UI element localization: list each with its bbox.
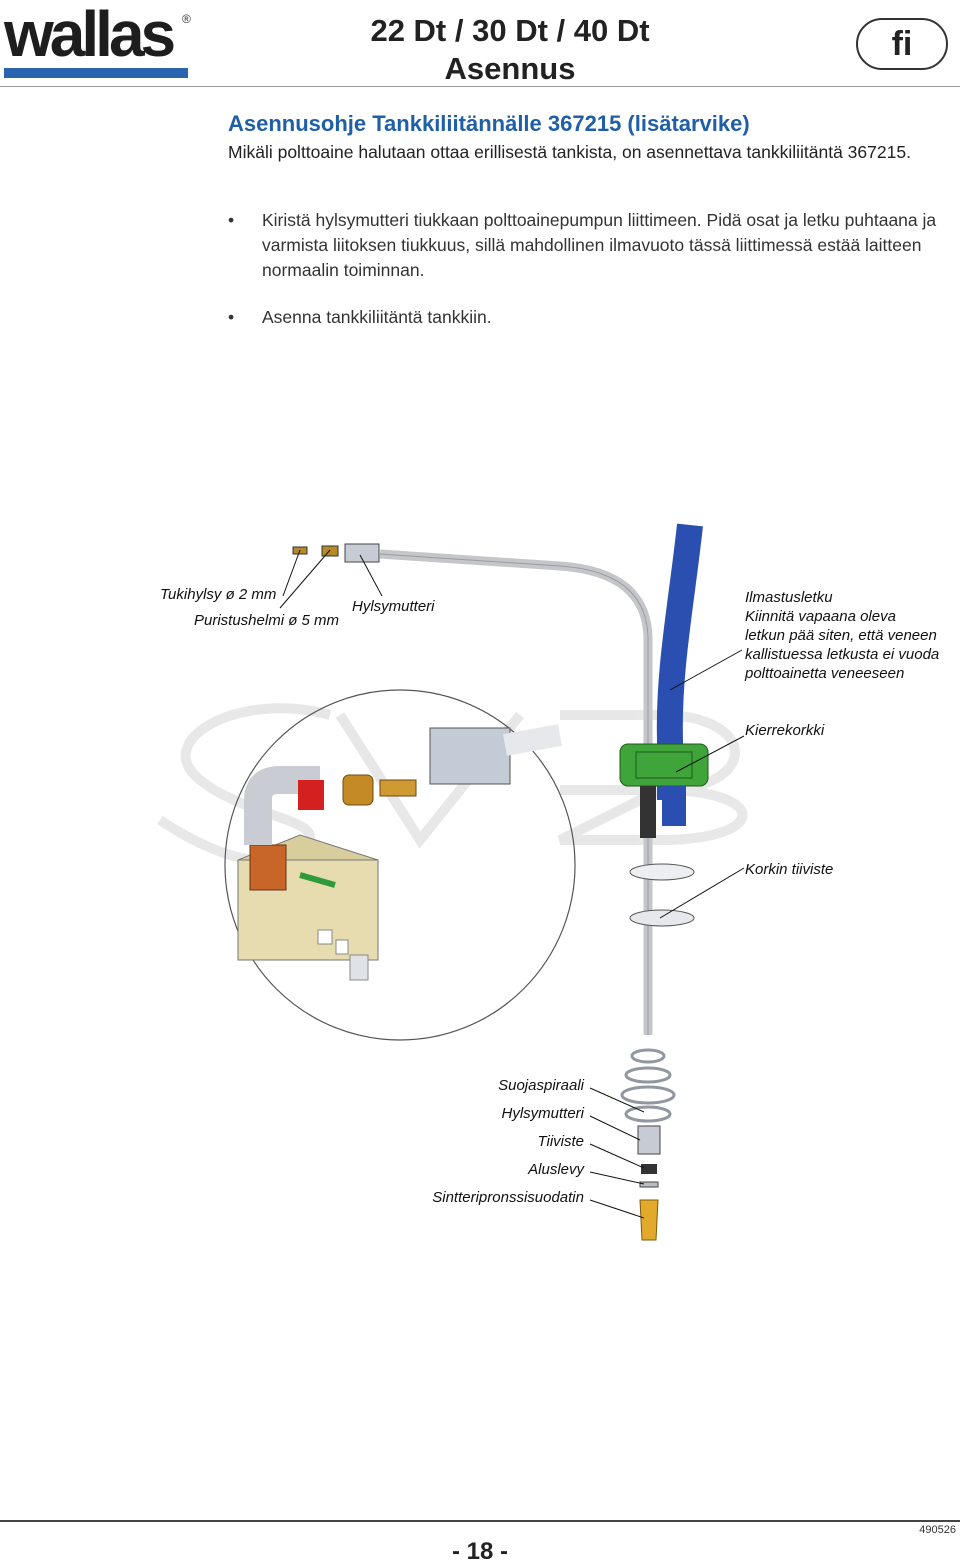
label-puristushelmi: Puristushelmi ø 5 mm [194,612,340,629]
cap-seal-disk [629,863,695,881]
instruction-item: • Kiristä hylsymutteri tiukkaan polttoai… [228,208,948,288]
label-hylsymutteri-top: Hylsymutteri [352,598,435,615]
support-sleeve [379,779,417,797]
label-tukihylsy: Tukihylsy ø 2 mm [160,586,277,603]
label-sintteri: Sintteripronssisuodatin [432,1189,584,1206]
sleeve-nut-detail [429,727,511,785]
page-number: - 18 - [451,1538,508,1565]
label-ilmastusletku-desc: Kiinnitä vapaana oleva [745,608,896,625]
sinter-filter [639,1199,659,1241]
installation-diagram: Tukihylsy ø 2 mm Puristushelmi ø 5 mm Hy… [0,500,960,1260]
bullet-icon: • [228,307,235,327]
wallas-logo: wallas [4,0,176,70]
screw-cap [619,743,709,787]
instruction-text: Asenna tankkiliitäntä tankkiin. [262,307,492,327]
logo-underline-bar [4,68,188,78]
cap-seal [629,909,695,927]
page-title-models: 22 Dt / 30 Dt / 40 Dt [370,13,650,48]
page-title-section: Asennus [444,51,576,86]
label-ilmastusletku-desc: polttoainetta veneeseen [745,665,905,682]
vent-hose [656,523,703,800]
label-ilmastusletku-desc: letkun pää siten, että veneen [745,627,937,644]
label-aluslevy: Aluslevy [528,1161,584,1178]
registered-mark: ® [182,12,191,26]
page-title: 22 Dt / 30 Dt / 40 Dt Asennus [360,12,660,88]
section-heading: Asennusohje Tankkiliitännälle 367215 (li… [228,111,750,136]
label-kierrekorkki: Kierrekorkki [745,722,825,739]
bottom-washer [639,1181,659,1188]
label-suojaspiraali: Suojaspiraali [498,1077,584,1094]
small-bead [321,545,339,557]
language-badge: fi [856,18,948,70]
label-korkin-tiiviste: Korkin tiiviste [745,861,834,878]
bullet-icon: • [228,210,235,230]
leader-lines [279,549,745,1219]
bottom-sleeve-nut [637,1125,661,1155]
pump-detail [237,766,379,981]
detail-circle [224,689,576,1041]
label-ilmastusletku-desc: kallistuessa letkusta ei vuoda [745,646,940,663]
protective-spring [620,1048,676,1123]
instruction-item: • Asenna tankkiliitäntä tankkiin. [228,305,948,331]
label-hylsymutteri-bottom: Hylsymutteri [501,1105,584,1122]
footer-divider [0,1520,960,1522]
instruction-text: Kiristä hylsymutteri tiukkaan polttoaine… [262,210,937,280]
label-ilmastusletku: Ilmastusletku [745,589,833,606]
diagram-illustration [157,523,748,1241]
document-code: 490526 [919,1524,956,1536]
brass-bead [342,774,374,806]
label-tiiviste: Tiiviste [537,1133,584,1150]
bottom-seal [641,1164,657,1174]
small-nut [344,543,380,563]
intro-paragraph: Mikäli polttoaine halutaan ottaa erillis… [228,142,911,162]
header-divider [0,86,960,87]
